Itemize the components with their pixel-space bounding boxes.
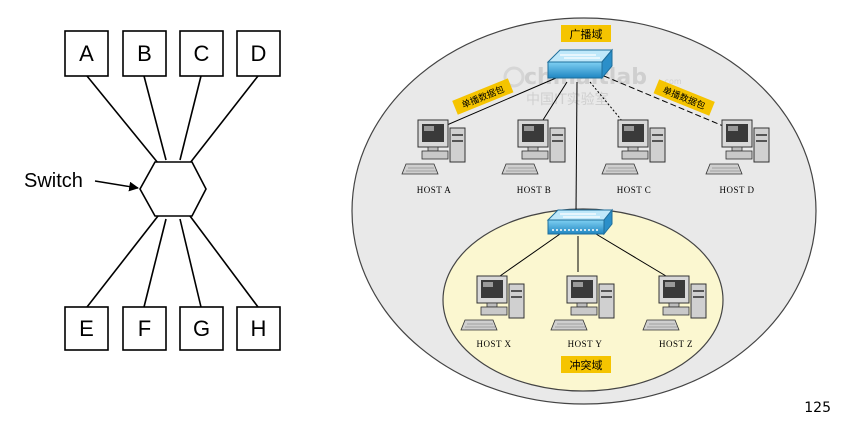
page-number: 125 xyxy=(804,400,831,416)
node-label: H xyxy=(251,316,267,341)
collision-switch-icon xyxy=(546,208,614,236)
node-box-a: A xyxy=(64,30,109,77)
host-z-label: HOST Z xyxy=(659,339,693,349)
node-box-f: F xyxy=(122,306,167,351)
watermark-suffix: .com xyxy=(662,77,682,86)
link-host-x xyxy=(499,233,561,277)
watermark-cn-text: 中国IT实验室 xyxy=(526,91,609,108)
link-d xyxy=(189,75,259,164)
broadcast-switch-icon xyxy=(546,48,614,80)
host-x-label: HOST X xyxy=(476,339,511,349)
node-label: F xyxy=(138,316,151,341)
node-box-h: H xyxy=(236,306,281,351)
host-c-label: HOST C xyxy=(617,185,652,195)
host-y-label: HOST Y xyxy=(568,339,603,349)
node-label: C xyxy=(194,41,210,66)
collision-domain-tag xyxy=(561,356,611,373)
switch-hexagon xyxy=(139,161,207,217)
host-b-label: HOST B xyxy=(517,185,552,195)
broadcast-domain-tag xyxy=(561,25,611,42)
node-box-b: B xyxy=(122,30,167,77)
node-box-d: D xyxy=(236,30,281,77)
node-box-g: G xyxy=(179,306,224,351)
node-label: A xyxy=(79,41,94,66)
switch-label: Switch xyxy=(24,170,83,192)
host-a-label: HOST A xyxy=(417,185,452,195)
link-a xyxy=(86,75,159,164)
node-label: B xyxy=(137,41,152,66)
link-host-b xyxy=(542,81,568,121)
node-box-c: C xyxy=(179,30,224,77)
unicast-link-host-a xyxy=(439,77,557,129)
node-label: E xyxy=(79,316,94,341)
link-b xyxy=(143,75,167,161)
link-lower-switch xyxy=(575,81,578,213)
switch-pointer-arrow xyxy=(94,180,139,192)
link-f xyxy=(143,218,167,308)
node-label: G xyxy=(193,316,210,341)
right-domain-diagram: chinaitlab .com 中国IT实验室 广播域 单播数据包 xyxy=(351,17,817,405)
link-h xyxy=(189,215,259,308)
collision-domain-label: 冲突域 xyxy=(570,358,603,372)
node-box-e: E xyxy=(64,306,109,351)
broadcast-domain-label: 广播域 xyxy=(570,27,603,41)
node-label: D xyxy=(251,41,267,66)
link-g xyxy=(179,218,202,308)
link-host-z xyxy=(595,233,667,277)
unicast-link-host-d xyxy=(603,75,729,129)
link-e xyxy=(86,215,159,308)
link-c xyxy=(179,75,202,161)
left-switch-diagram: Switch A B C D E F G xyxy=(24,30,281,351)
host-d-label: HOST D xyxy=(719,185,754,195)
